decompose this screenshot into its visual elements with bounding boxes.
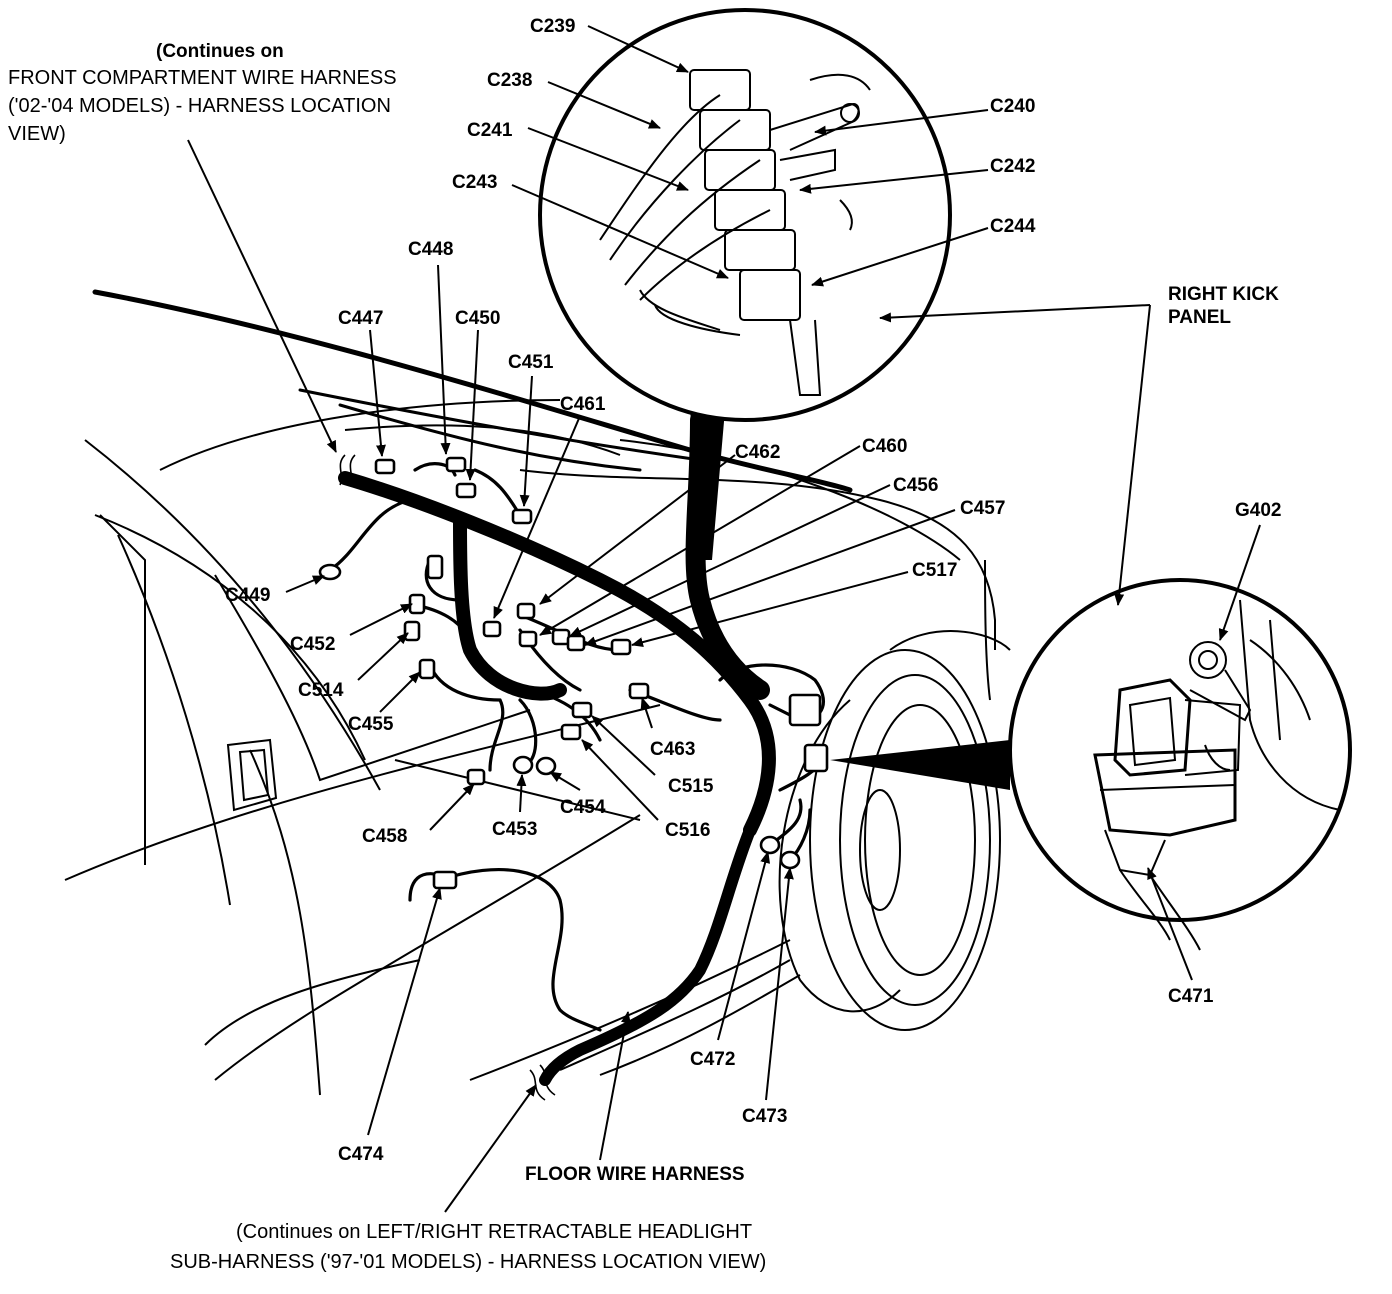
connector-c460 — [518, 630, 538, 648]
label-c516: C516 — [665, 820, 710, 841]
label-c241: C241 — [467, 120, 513, 141]
connector-c462 — [516, 602, 536, 620]
caption-bottom-line-2: SUB-HARNESS ('97-'01 MODELS) - HARNESS L… — [170, 1251, 766, 1273]
connector-c517 — [610, 638, 632, 656]
label-c455: C455 — [348, 714, 394, 735]
caption-top-line-1: (Continues on — [156, 41, 284, 62]
connector-c452 — [408, 593, 426, 615]
label-c244: C244 — [990, 216, 1036, 237]
label-c517: C517 — [912, 560, 957, 581]
connector-c463 — [628, 682, 650, 700]
label-c451: C451 — [508, 352, 554, 373]
label-c458: C458 — [362, 826, 407, 847]
connector-c452-upper — [426, 554, 444, 580]
label-c447: C447 — [338, 308, 383, 329]
vehicle-body-outline — [64, 399, 1011, 1096]
label-c457: C457 — [960, 498, 1005, 519]
caption-bottom-line-1: (Continues on LEFT/RIGHT RETRACTABLE HEA… — [236, 1221, 752, 1243]
caption-right-kick-panel-1: RIGHT KICK — [1168, 284, 1279, 305]
connector-c449 — [318, 563, 342, 581]
connector-c516 — [560, 723, 582, 741]
relay-block — [788, 693, 822, 727]
label-c449: C449 — [225, 585, 270, 606]
label-c463: C463 — [650, 739, 695, 760]
label-c472: C472 — [690, 1049, 735, 1070]
caption-top-line-4: VIEW) — [8, 123, 66, 145]
label-c456: C456 — [893, 475, 938, 496]
caption-right-kick-panel-2: PANEL — [1168, 307, 1231, 328]
label-c243: C243 — [452, 172, 497, 193]
connector-c472 — [759, 835, 781, 855]
connector-c457 — [566, 634, 586, 652]
leader-lines — [187, 25, 1261, 1213]
captions: (Continues on FRONT COMPARTMENT WIRE HAR… — [8, 41, 1279, 1273]
label-c453: C453 — [492, 819, 537, 840]
caption-top-line-2: FRONT COMPARTMENT WIRE HARNESS — [8, 67, 397, 89]
label-c474: C474 — [338, 1144, 384, 1165]
connector-c473 — [779, 850, 801, 870]
label-c450: C450 — [455, 308, 500, 329]
connector-c450 — [455, 482, 477, 499]
label-c448: C448 — [408, 239, 453, 260]
connector-c458 — [466, 768, 486, 786]
label-c462: C462 — [735, 442, 780, 463]
label-c471: C471 — [1168, 986, 1214, 1007]
label-c514: C514 — [298, 680, 344, 701]
connector-c448 — [445, 456, 467, 473]
label-c515: C515 — [668, 776, 714, 797]
connector-c474 — [432, 870, 458, 890]
connector-c454 — [535, 756, 557, 776]
connector-c471-location — [803, 743, 829, 773]
connector-c461 — [482, 620, 502, 638]
label-c242: C242 — [990, 156, 1035, 177]
connector-c456 — [551, 628, 571, 646]
connector-c453 — [512, 755, 534, 775]
caption-top-line-3: ('02-'04 MODELS) - HARNESS LOCATION — [8, 95, 391, 117]
label-c240: C240 — [990, 96, 1035, 117]
connectors — [318, 456, 829, 890]
label-c454: C454 — [560, 797, 606, 818]
connector-c514 — [403, 620, 421, 642]
connector-c451 — [511, 508, 533, 525]
label-c460: C460 — [862, 436, 907, 457]
connector-c447 — [374, 458, 396, 475]
label-c452: C452 — [290, 634, 335, 655]
label-c461: C461 — [560, 394, 606, 415]
connector-c515 — [571, 701, 593, 719]
label-c239: C239 — [530, 16, 575, 37]
label-c473: C473 — [742, 1106, 787, 1127]
g402-detail-circle — [830, 578, 1352, 951]
kick-panel-detail-circle — [538, 8, 952, 560]
connector-labels: C239 C238 C240 C241 C242 C243 C244 C448 … — [225, 16, 1281, 1165]
connector-c455 — [418, 658, 436, 680]
label-c238: C238 — [487, 70, 532, 91]
caption-floor-wire-harness: FLOOR WIRE HARNESS — [525, 1164, 745, 1185]
label-g402: G402 — [1235, 500, 1281, 521]
